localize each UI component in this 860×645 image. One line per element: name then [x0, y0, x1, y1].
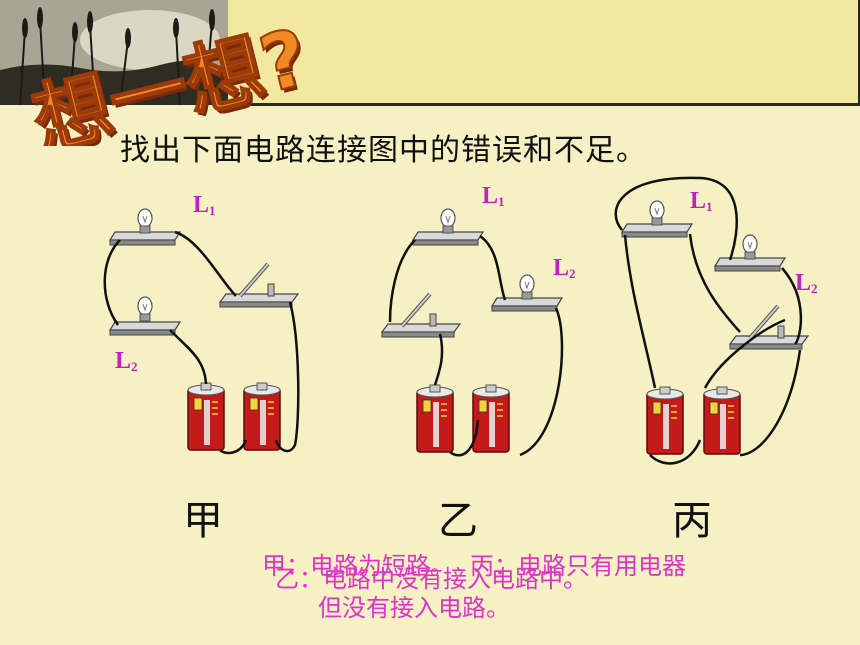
caption-yi: 乙 [438, 498, 478, 544]
header-bar [228, 0, 860, 106]
title-art: 想一想? 想一想? [28, 12, 320, 146]
caption-bing: 丙 [672, 498, 712, 544]
jia-label-l2: L2 [115, 348, 138, 374]
yi-label-l2: L2 [553, 255, 576, 281]
note-jia: 甲：电路为短路。 [262, 552, 454, 580]
circuit-yi [380, 208, 564, 457]
circuit-bing [614, 176, 810, 465]
header-photo [0, 0, 228, 105]
caption-jia: 甲 [183, 498, 223, 544]
instruction-text: 找出下面电路连接图中的错误和不足。 [120, 133, 647, 168]
header-banner: 想一想? 想一想? [0, 0, 860, 146]
jia-label-l1: L1 [193, 192, 216, 218]
note-yi: 乙：电路中没有接入电路中。 [275, 565, 587, 593]
note-bing-line2: 但没有接入电路。 [318, 594, 510, 622]
yi-label-l1: L1 [482, 183, 505, 209]
circuit-jia [103, 208, 300, 455]
bing-label-l2: L2 [795, 270, 818, 296]
note-bing: 丙：电路只有用电器 [470, 552, 686, 580]
bing-label-l1: L1 [690, 188, 713, 214]
